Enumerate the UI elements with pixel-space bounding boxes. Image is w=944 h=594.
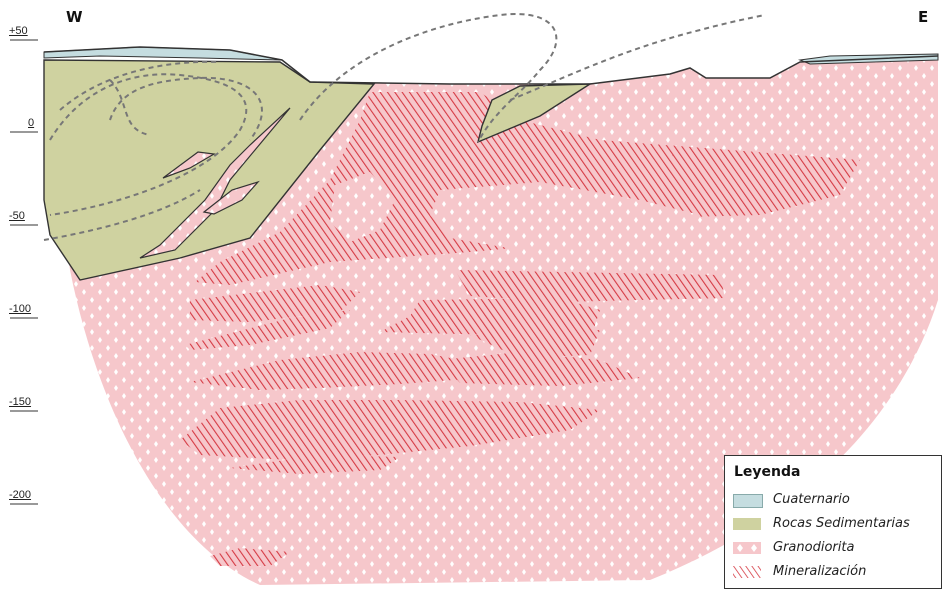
legend-title: Leyenda: [734, 464, 800, 480]
legend-swatch: [733, 566, 761, 578]
elevation-label: 0: [28, 117, 34, 129]
elevation-label: +50: [9, 25, 28, 37]
elevation-label: -100: [9, 303, 31, 315]
elevation-ticks: [10, 40, 38, 504]
legend-label: Mineralización: [773, 564, 866, 579]
west-label: W: [66, 8, 83, 26]
legend-label: Cuaternario: [773, 492, 850, 507]
legend-swatch: [733, 542, 761, 554]
legend-swatch: [733, 518, 761, 530]
legend-label: Rocas Sedimentarias: [773, 516, 910, 531]
legend-swatch: [733, 494, 763, 508]
east-label: E: [918, 8, 928, 26]
elevation-label: -50: [9, 210, 25, 222]
elevation-label: -150: [9, 396, 31, 408]
legend: Leyenda Cuaternario Rocas Sedimentarias …: [724, 455, 942, 589]
legend-label: Granodiorita: [773, 540, 854, 555]
elevation-label: -200: [9, 489, 31, 501]
